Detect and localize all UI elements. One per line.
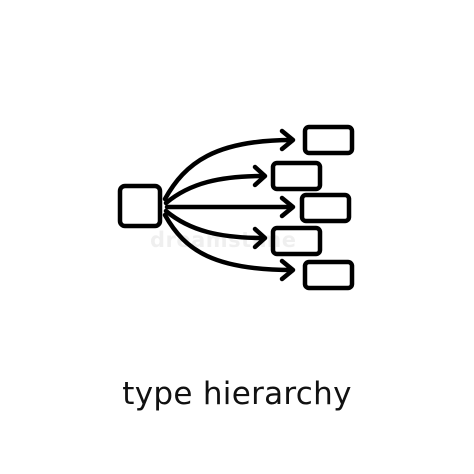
arrowhead-2 — [252, 164, 268, 188]
source-node — [117, 183, 163, 229]
target-node-2 — [270, 160, 323, 192]
arrowhead-4 — [252, 226, 268, 250]
branch-arrow-1 — [162, 137, 295, 202]
target-node-1 — [302, 124, 355, 156]
branch-arrow-4 — [163, 208, 267, 241]
arrowhead-3 — [279, 195, 296, 219]
target-node-4 — [270, 225, 323, 257]
target-node-5 — [302, 259, 355, 291]
branch-arrow-2 — [163, 173, 267, 206]
branch-arrow-5 — [162, 212, 295, 273]
arrowhead-1 — [279, 128, 296, 152]
icon-caption: type hierarchy — [122, 376, 352, 412]
arrowhead-5 — [279, 258, 296, 282]
target-node-3 — [299, 192, 352, 224]
watermark: dreamstime — [150, 228, 297, 252]
